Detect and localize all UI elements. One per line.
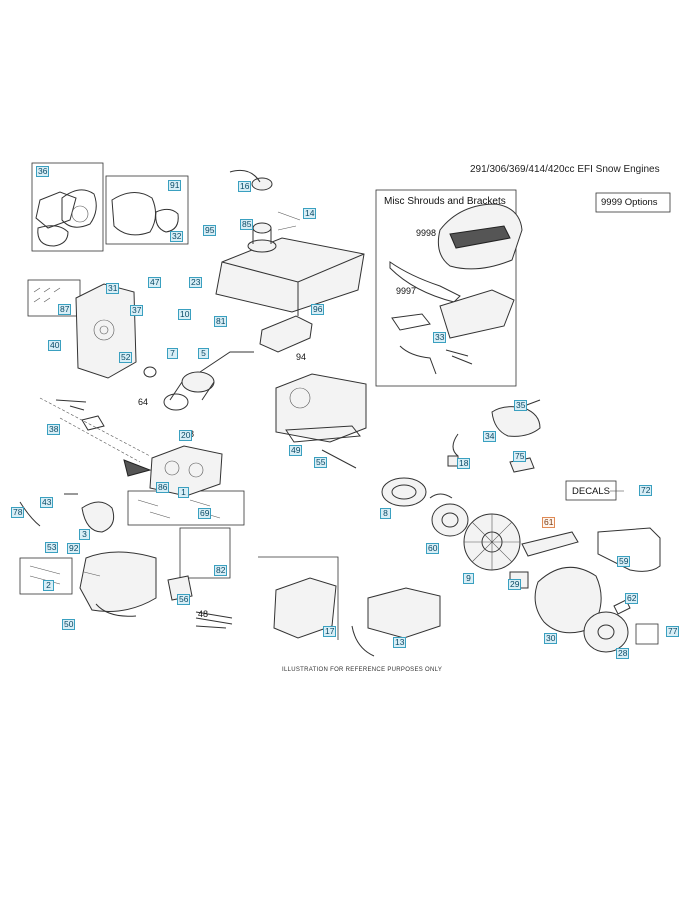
callout-1[interactable]: 1	[178, 487, 189, 498]
callout-33[interactable]: 33	[433, 332, 447, 343]
callout-59[interactable]: 59	[617, 556, 631, 567]
reference-footer: ILLUSTRATION FOR REFERENCE PURPOSES ONLY	[282, 667, 443, 673]
callout-23[interactable]: 23	[189, 277, 203, 288]
callout-9[interactable]: 9	[463, 573, 474, 584]
callout-43[interactable]: 43	[40, 497, 54, 508]
bolt-kit-box-2	[19, 557, 73, 595]
callout-36[interactable]: 36	[36, 166, 50, 177]
callout-2[interactable]: 2	[43, 580, 54, 591]
callout-62[interactable]: 62	[625, 593, 639, 604]
callout-13[interactable]: 13	[393, 637, 407, 648]
callout-35[interactable]: 35	[514, 400, 528, 411]
callout-82[interactable]: 82	[214, 565, 228, 576]
gasket-box-82	[179, 527, 231, 579]
gasket-kit-box-36	[31, 162, 104, 252]
label-9997: 9997	[396, 286, 417, 296]
callout-87[interactable]: 87	[58, 304, 72, 315]
callout-17[interactable]: 17	[323, 626, 337, 637]
callout-7[interactable]: 7	[167, 348, 178, 359]
callout-92[interactable]: 92	[67, 543, 81, 554]
bolt-kit-box-87	[27, 279, 81, 317]
callout-28[interactable]: 28	[616, 648, 630, 659]
callout-30[interactable]: 30	[544, 633, 558, 644]
callout-20[interactable]: 20	[179, 430, 193, 441]
options-label[interactable]: 9999 Options	[601, 197, 658, 208]
callout-96[interactable]: 96	[311, 304, 325, 315]
callout-75[interactable]: 75	[513, 451, 527, 462]
callout-55[interactable]: 55	[314, 457, 328, 468]
callout-95[interactable]: 95	[203, 225, 217, 236]
callout-72[interactable]: 72	[639, 485, 653, 496]
callout-52[interactable]: 52	[119, 352, 133, 363]
callout-10[interactable]: 10	[178, 309, 192, 320]
callout-48[interactable]: 48	[198, 609, 209, 619]
callout-47[interactable]: 47	[148, 277, 162, 288]
misc-shrouds-box	[375, 189, 517, 387]
misc-shrouds-heading: Misc Shrouds and Brackets	[384, 196, 506, 207]
callout-78[interactable]: 78	[11, 507, 25, 518]
callout-60[interactable]: 60	[426, 543, 440, 554]
callout-37[interactable]: 37	[130, 305, 144, 316]
callout-61[interactable]: 61	[542, 517, 556, 528]
callout-31[interactable]: 31	[106, 283, 120, 294]
options-box	[595, 192, 671, 213]
label-9998: 9998	[416, 228, 437, 238]
callout-32[interactable]: 32	[170, 231, 184, 242]
callout-16[interactable]: 16	[238, 181, 252, 192]
decals-label[interactable]: DECALS	[572, 486, 611, 497]
callout-53[interactable]: 53	[45, 542, 59, 553]
callout-5[interactable]: 5	[198, 348, 209, 359]
callout-18[interactable]: 18	[457, 458, 471, 469]
callout-86[interactable]: 86	[156, 482, 170, 493]
callout-81[interactable]: 81	[214, 316, 228, 327]
callout-38[interactable]: 38	[47, 424, 61, 435]
callout-91[interactable]: 91	[168, 180, 182, 191]
callout-14[interactable]: 14	[303, 208, 317, 219]
wiring-box-17	[258, 556, 339, 640]
diagram-title: 291/306/369/414/420cc EFI Snow Engines	[470, 164, 660, 175]
callout-29[interactable]: 29	[508, 579, 522, 590]
callout-77[interactable]: 77	[666, 626, 680, 637]
callout-49[interactable]: 49	[289, 445, 303, 456]
callout-34[interactable]: 34	[483, 431, 497, 442]
callout-8[interactable]: 8	[380, 508, 391, 519]
callout-40[interactable]: 40	[48, 340, 62, 351]
decals-box	[565, 480, 617, 501]
gasket-kit-box-91	[105, 175, 189, 245]
callout-3[interactable]: 3	[79, 529, 90, 540]
callout-50[interactable]: 50	[62, 619, 76, 630]
callout-56[interactable]: 56	[177, 594, 191, 605]
callout-94[interactable]: 94	[296, 352, 307, 362]
callout-85[interactable]: 85	[240, 219, 254, 230]
callout-69[interactable]: 69	[198, 508, 212, 519]
callout-64[interactable]: 64	[138, 397, 149, 407]
